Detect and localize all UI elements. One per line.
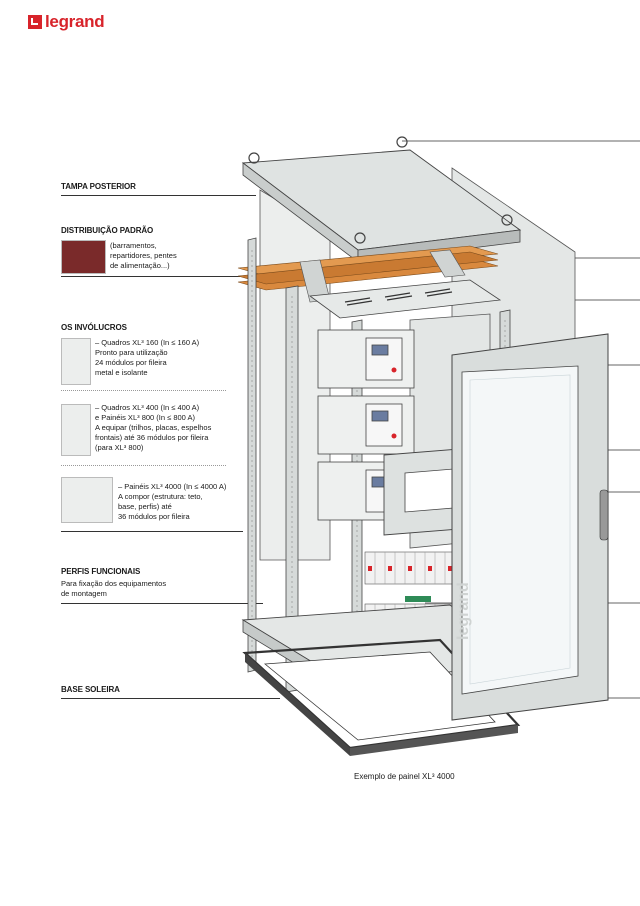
separator-1 [61,390,226,391]
perfis-desc: Para fixação dos equipamentos de montage… [61,579,167,598]
leader-involucros [61,531,243,532]
label-distribuicao: DISTRIBUIÇÃO PADRÃO [61,226,154,235]
label-base: BASE SOLEIRA [61,685,120,694]
xl160-thumbnail [61,338,91,385]
leader-distribuicao [61,276,256,277]
xl4000-thumbnail [61,477,113,523]
label-perfis: PERFIS FUNCIONAIS [61,567,141,576]
xl400-desc: – Quadros XL³ 400 (In ≤ 400 A) e Painéis… [95,403,212,452]
label-tampa-posterior: TAMPA POSTERIOR [61,182,136,191]
glass-door: legrand [451,333,609,721]
xl160-desc: – Quadros XL³ 160 (In ≤ 160 A) Pronto pa… [95,338,200,377]
separator-2 [61,465,226,466]
label-involucros: OS INVÓLUCROS [61,323,127,332]
leader-base [61,698,280,699]
figure-caption: Exemplo de painel XL³ 4000 [354,772,455,781]
busbar-thumbnail [61,240,106,274]
distribuicao-desc: (barramentos, repartidores, pentes de al… [110,241,177,270]
xl4000-desc: – Painéis XL³ 4000 (In ≤ 4000 A) A compo… [118,482,227,521]
vent-plate [308,279,502,319]
legrand-logo-icon [28,15,42,29]
door-brand-mark: legrand [455,582,472,640]
terminal-blocks [405,596,431,602]
busbars [237,245,499,303]
xl400-thumbnail [61,404,91,456]
leader-tampa-posterior [61,195,256,196]
leader-perfis [61,603,263,604]
base-plinth [242,638,521,756]
legrand-logo: legrand [28,12,105,32]
brand-name: legrand [45,12,105,31]
